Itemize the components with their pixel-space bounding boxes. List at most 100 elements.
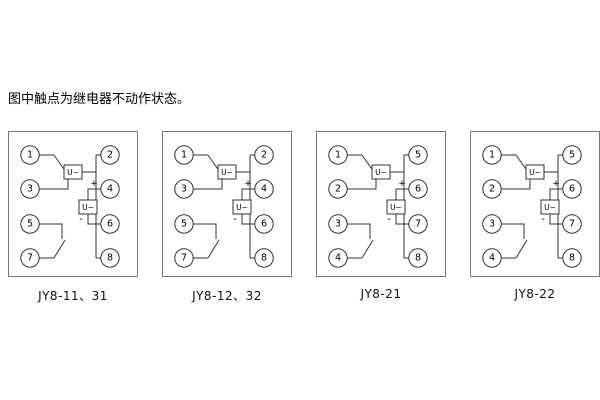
polarity-minus: - xyxy=(233,214,237,225)
terminal-circle xyxy=(408,178,428,199)
wire xyxy=(193,223,217,239)
voltage-element-box xyxy=(371,164,391,180)
terminal-circle xyxy=(328,178,348,199)
terminal-number: 6 xyxy=(107,218,113,229)
terminal-number: 4 xyxy=(489,252,495,263)
terminal-circle xyxy=(562,144,582,165)
diagram-label: JY8-12、32 xyxy=(192,288,262,303)
polarity-minus: - xyxy=(541,214,545,225)
terminal-circle xyxy=(254,213,274,234)
terminal-number: 2 xyxy=(489,183,495,194)
diagram-border xyxy=(162,130,292,277)
terminal-number: 4 xyxy=(107,183,113,194)
terminal-circle xyxy=(254,247,274,268)
voltage-element-label: U~ xyxy=(221,168,233,177)
terminal-number: 3 xyxy=(181,183,187,194)
terminal-number: 1 xyxy=(27,149,33,160)
terminal-circle xyxy=(20,144,40,165)
wire xyxy=(361,239,374,258)
terminal-number: 5 xyxy=(415,149,421,160)
terminal-circle xyxy=(482,144,502,165)
terminal-circle xyxy=(174,213,194,234)
terminal-number: 5 xyxy=(181,218,187,229)
terminal-number: 6 xyxy=(261,218,267,229)
wire xyxy=(39,178,69,190)
terminal-circle xyxy=(174,247,194,268)
terminal-number: 2 xyxy=(261,149,267,160)
wire xyxy=(347,223,371,239)
terminal-circle xyxy=(100,213,120,234)
polarity-plus: + xyxy=(244,179,252,189)
terminal-number: 4 xyxy=(335,252,341,263)
terminal-number: 7 xyxy=(181,252,187,263)
diagram-border xyxy=(8,130,138,277)
voltage-element-label: U~ xyxy=(375,168,387,177)
voltage-element-box xyxy=(63,164,83,180)
wire xyxy=(395,213,409,225)
wire xyxy=(241,188,255,200)
terminal-circle xyxy=(408,247,428,268)
terminal-circle xyxy=(482,247,502,268)
voltage-element-box xyxy=(540,199,560,215)
wire xyxy=(395,188,409,200)
voltage-element-label: U~ xyxy=(544,203,556,212)
terminal-circle xyxy=(20,178,40,199)
terminal-number: 6 xyxy=(569,183,575,194)
voltage-element-label: U~ xyxy=(236,203,248,212)
wire xyxy=(87,213,101,225)
voltage-element-box xyxy=(525,164,545,180)
terminal-circle xyxy=(482,178,502,199)
terminal-circle xyxy=(562,213,582,234)
wire xyxy=(207,154,219,170)
terminal-circle xyxy=(328,213,348,234)
wire xyxy=(549,188,563,200)
terminal-circle xyxy=(408,144,428,165)
wire xyxy=(53,239,66,258)
terminal-number: 7 xyxy=(415,218,421,229)
terminal-circle xyxy=(254,178,274,199)
voltage-element-box xyxy=(232,199,252,215)
terminal-circle xyxy=(254,144,274,165)
voltage-element-box xyxy=(78,199,98,215)
wire xyxy=(549,213,563,225)
terminal-circle xyxy=(482,213,502,234)
terminal-number: 1 xyxy=(181,149,187,160)
terminal-number: 5 xyxy=(27,218,33,229)
diagram-border xyxy=(316,130,446,277)
wire xyxy=(361,154,373,170)
wire xyxy=(347,178,377,190)
terminal-circle xyxy=(408,213,428,234)
terminal-number: 8 xyxy=(569,252,575,263)
voltage-element-label: U~ xyxy=(67,168,79,177)
polarity-minus: - xyxy=(387,214,391,225)
wire xyxy=(241,213,255,225)
wire xyxy=(193,178,223,190)
terminal-circle xyxy=(328,247,348,268)
terminal-number: 3 xyxy=(335,218,341,229)
wire xyxy=(87,188,101,200)
polarity-plus: + xyxy=(398,179,406,189)
wire xyxy=(53,154,65,170)
terminal-circle xyxy=(20,247,40,268)
polarity-minus: - xyxy=(79,214,83,225)
terminal-circle xyxy=(100,144,120,165)
wire xyxy=(207,239,220,258)
wire xyxy=(515,239,528,258)
polarity-plus: + xyxy=(552,179,560,189)
voltage-element-label: U~ xyxy=(390,203,402,212)
terminal-number: 6 xyxy=(415,183,421,194)
voltage-element-box xyxy=(217,164,237,180)
diagram-label: JY8-22 xyxy=(514,286,556,301)
terminal-number: 1 xyxy=(489,149,495,160)
voltage-element-label: U~ xyxy=(82,203,94,212)
terminal-number: 7 xyxy=(569,218,575,229)
terminal-number: 8 xyxy=(415,252,421,263)
diagram-label: JY8-21 xyxy=(360,286,402,301)
terminal-circle xyxy=(174,178,194,199)
